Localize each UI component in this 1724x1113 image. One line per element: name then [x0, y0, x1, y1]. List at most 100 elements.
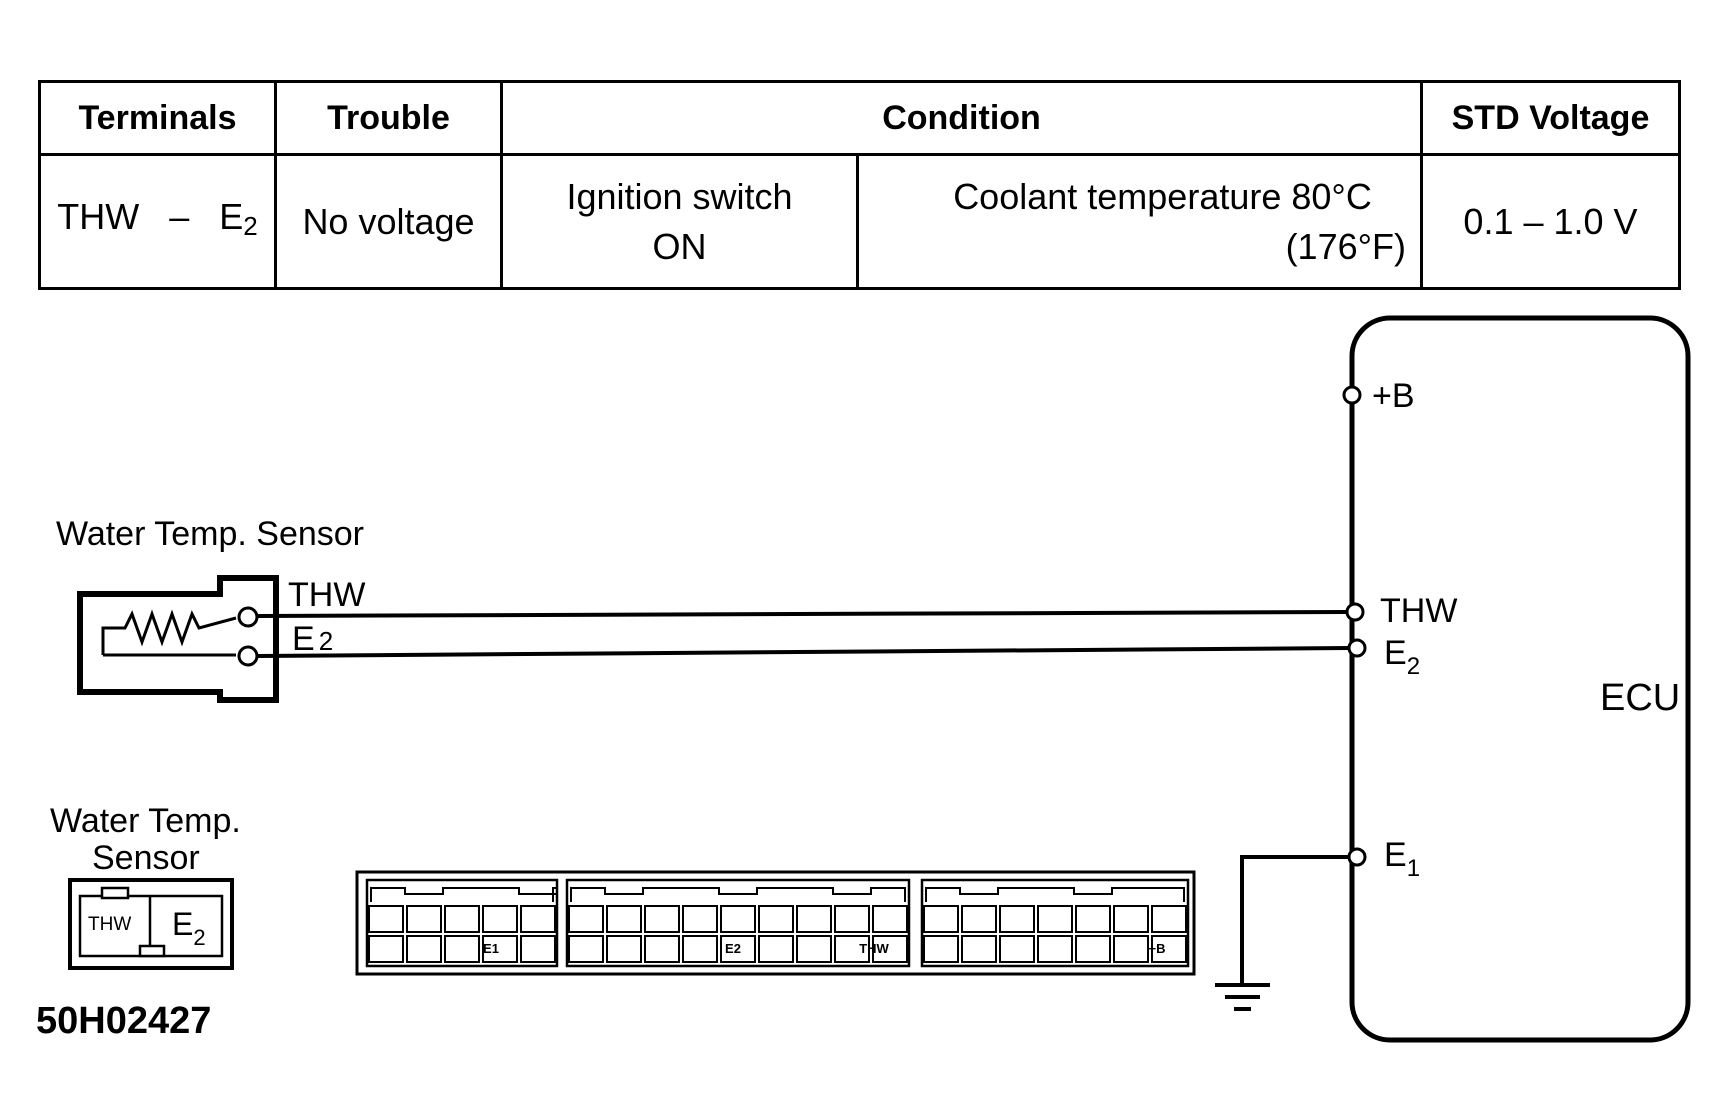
ecu-connector-pin	[923, 935, 959, 963]
ecu-connector-pin	[961, 935, 997, 963]
ecu-connector-pin	[758, 935, 794, 963]
ecu-connector-pin	[644, 905, 680, 933]
ecu-connector-pin-label-e1: E1	[483, 941, 499, 956]
ecu-connector-pin	[682, 935, 718, 963]
sensor-connector-bottom-latch	[138, 944, 166, 958]
ecu-connector-pin	[520, 935, 556, 963]
ecu-connector-block-middle	[565, 878, 911, 968]
condition-ignition-line1: Ignition switch	[566, 175, 793, 217]
ecu-label-e1-main: E	[1384, 836, 1407, 874]
ecu-connector-block-left	[365, 878, 559, 968]
ecu-connector-pin	[568, 935, 604, 963]
thermistor-resistor-icon	[101, 609, 237, 655]
table-header-row: Terminals Trouble Condition STD Voltage	[38, 80, 1681, 156]
ecu-label-thw: THW	[1380, 592, 1457, 630]
terminal-b: E	[219, 196, 244, 237]
ecu-connector-pin	[999, 905, 1035, 933]
ecu-connector-block-middle-key-profile	[570, 887, 906, 902]
connector-title-line1: Water Temp.	[50, 802, 241, 840]
wire-e2	[256, 646, 1350, 658]
ecu-connector-pin	[644, 935, 680, 963]
ecu-connector-pin	[482, 905, 518, 933]
ecu-connector-block-right-key-profile	[925, 887, 1185, 902]
connector-title-line2: Sensor	[92, 839, 200, 877]
ecu-connector-pin	[1113, 905, 1149, 933]
ecu-connector-pin	[796, 935, 832, 963]
header-condition: Condition	[500, 80, 1423, 156]
ecu-connector-pin	[406, 935, 442, 963]
ecu-connector-pin	[682, 905, 718, 933]
ecu-connector-pin	[368, 935, 404, 963]
ecu-terminal-e1	[1347, 847, 1367, 867]
ecu-connector-pin	[482, 935, 518, 963]
ecu-label: ECU	[1600, 677, 1680, 719]
wire-thw	[256, 610, 1348, 618]
ecu-connector-pin-label-e2: E2	[725, 941, 741, 956]
sensor-label-thw: THW	[288, 576, 365, 614]
ecu-terminal-thw	[1345, 602, 1365, 622]
sensor-terminal-thw	[237, 606, 259, 628]
ecu-connector-frame	[355, 870, 1196, 976]
header-trouble: Trouble	[274, 80, 503, 156]
ecu-terminal-e2	[1347, 638, 1367, 658]
ecu-connector-pin	[961, 905, 997, 933]
condition-temp-line1: Coolant temperature 80°C	[953, 175, 1372, 217]
ecu-connector-pin	[872, 935, 908, 963]
ecu-connector-pin	[568, 905, 604, 933]
sensor-connector-e2: E2	[172, 906, 206, 950]
ecu-connector-pin	[796, 905, 832, 933]
ecu-connector-pin	[1151, 905, 1187, 933]
sensor-label-e2-sub: 2	[319, 626, 333, 656]
ecu-connector-pin	[444, 905, 480, 933]
condition-ignition-line2: ON	[652, 225, 707, 267]
figure-code: 50H02427	[36, 1000, 212, 1042]
header-terminals: Terminals	[38, 80, 277, 156]
ecu-connector-pin	[368, 905, 404, 933]
sensor-label-e2-main: E	[292, 620, 315, 658]
sensor-connector-top-latch	[100, 886, 130, 900]
ecu-label-e2-sub: 2	[1407, 653, 1420, 680]
ecu-label-e2: E2	[1384, 634, 1420, 680]
ecu-connector-block-right	[920, 878, 1190, 968]
ecu-connector-pin	[720, 935, 756, 963]
condition-temp-line2: (176°F)	[1285, 225, 1406, 267]
ecu-connector-pin	[1037, 905, 1073, 933]
sensor-connector-outer	[68, 878, 234, 970]
cell-condition-ignition: Ignition switch ON	[500, 153, 859, 290]
ecu-label-plus-b: +B	[1372, 377, 1415, 415]
ecu-connector-pin	[1075, 935, 1111, 963]
ecu-connector-pin	[1075, 905, 1111, 933]
sensor-terminal-e2	[237, 645, 259, 667]
ecu-connector-pin	[834, 935, 870, 963]
ecu-connector-pin	[606, 935, 642, 963]
ecu-connector-pin-label-thw: THW	[859, 941, 889, 956]
ground-wire	[1240, 855, 1349, 985]
ecu-connector-pin	[834, 905, 870, 933]
ecu-connector-pin	[406, 905, 442, 933]
spec-table: Terminals Trouble Condition STD Voltage …	[38, 80, 1681, 290]
cell-terminals: THW – E2	[38, 153, 277, 290]
table-row: THW – E2 No voltage Ignition switch ON C…	[38, 153, 1681, 290]
ecu-connector-pin	[872, 905, 908, 933]
ecu-label-e1: E1	[1384, 836, 1420, 882]
ecu-connector-pin	[923, 905, 959, 933]
terminal-sep: –	[169, 196, 190, 237]
cell-std-voltage: 0.1 – 1.0 V	[1420, 153, 1681, 290]
sensor-connector-e2-main: E	[172, 906, 193, 942]
ecu-connector-pin	[606, 905, 642, 933]
ecu-connector-pin	[720, 905, 756, 933]
terminal-a: THW	[57, 196, 140, 237]
sensor-connector-thw: THW	[88, 914, 131, 935]
ecu-connector-pin	[444, 935, 480, 963]
cell-trouble: No voltage	[274, 153, 503, 290]
ecu-label-e2-main: E	[1384, 634, 1407, 672]
sensor-body	[77, 575, 279, 703]
ecu-connector-pin	[758, 905, 794, 933]
ecu-connector-pin	[1037, 935, 1073, 963]
ecu-label-e1-sub: 1	[1407, 855, 1420, 882]
cell-condition-temperature: Coolant temperature 80°C (176°F)	[856, 153, 1423, 290]
ecu-connector-block-left-key-profile	[370, 887, 558, 902]
